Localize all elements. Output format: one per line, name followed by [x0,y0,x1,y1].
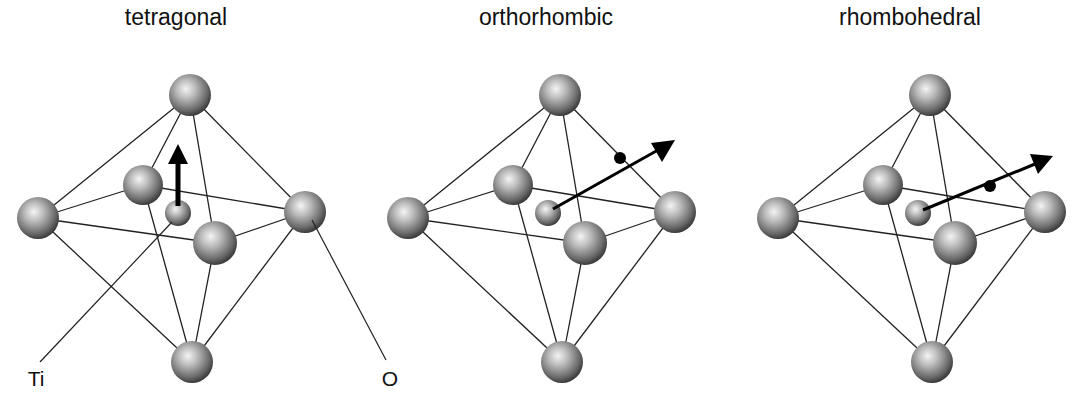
structure-title: tetragonal [125,6,227,29]
rhombohedral-octahedron [757,74,1066,383]
orthorhombic-octahedron [387,74,696,383]
tetragonal-octahedron [17,74,386,383]
structure-title: orthorhombic [479,6,613,29]
structure-title: rhombohedral [839,6,981,29]
atom-label: Ti [28,368,45,389]
atom-label: O [382,368,398,389]
